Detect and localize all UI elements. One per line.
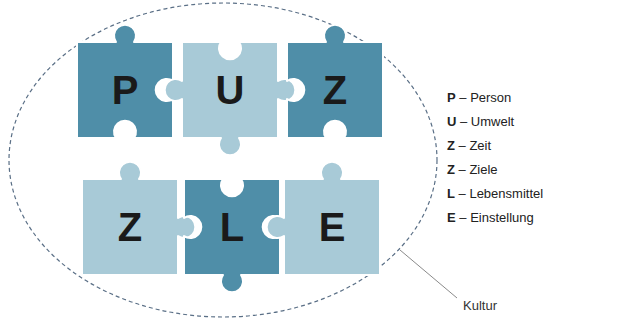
- letter-meaning: Z – Ziele: [447, 162, 498, 178]
- puzzle-piece: Z: [64, 161, 196, 293]
- letter-meaning: U – Umwelt: [447, 114, 514, 130]
- puzzle-shape: [165, 42, 296, 155]
- puzzle-shape: [287, 25, 383, 138]
- puzzle-shape: [267, 162, 380, 275]
- letter-meaning: Z – Zeit: [447, 138, 491, 154]
- letter-meaning: P – Person: [447, 90, 511, 106]
- piece-letter: L: [220, 207, 244, 247]
- puzzle-shape: [82, 162, 195, 275]
- piece-letter: E: [319, 207, 346, 247]
- piece-letter: Z: [323, 70, 347, 110]
- region-label: Kultur: [463, 298, 497, 314]
- puzzle-piece: U: [164, 24, 296, 156]
- piece-letter: Z: [118, 207, 142, 247]
- dashed-ellipse: [9, 3, 437, 317]
- piece-letter: P: [112, 70, 139, 110]
- puzzle-piece: Z: [269, 24, 401, 156]
- puzzle-shape: [77, 25, 173, 138]
- piece-letter: U: [216, 70, 245, 110]
- leader-line: [400, 250, 457, 298]
- letter-meaning: L – Lebensmittel: [447, 186, 543, 202]
- culture-ellipse: KulturPUZZLE: [8, 2, 438, 318]
- puzzle-piece: E: [266, 161, 398, 293]
- puzzle-shape: [184, 179, 280, 292]
- letter-meaning: E – Einstellung: [447, 210, 534, 226]
